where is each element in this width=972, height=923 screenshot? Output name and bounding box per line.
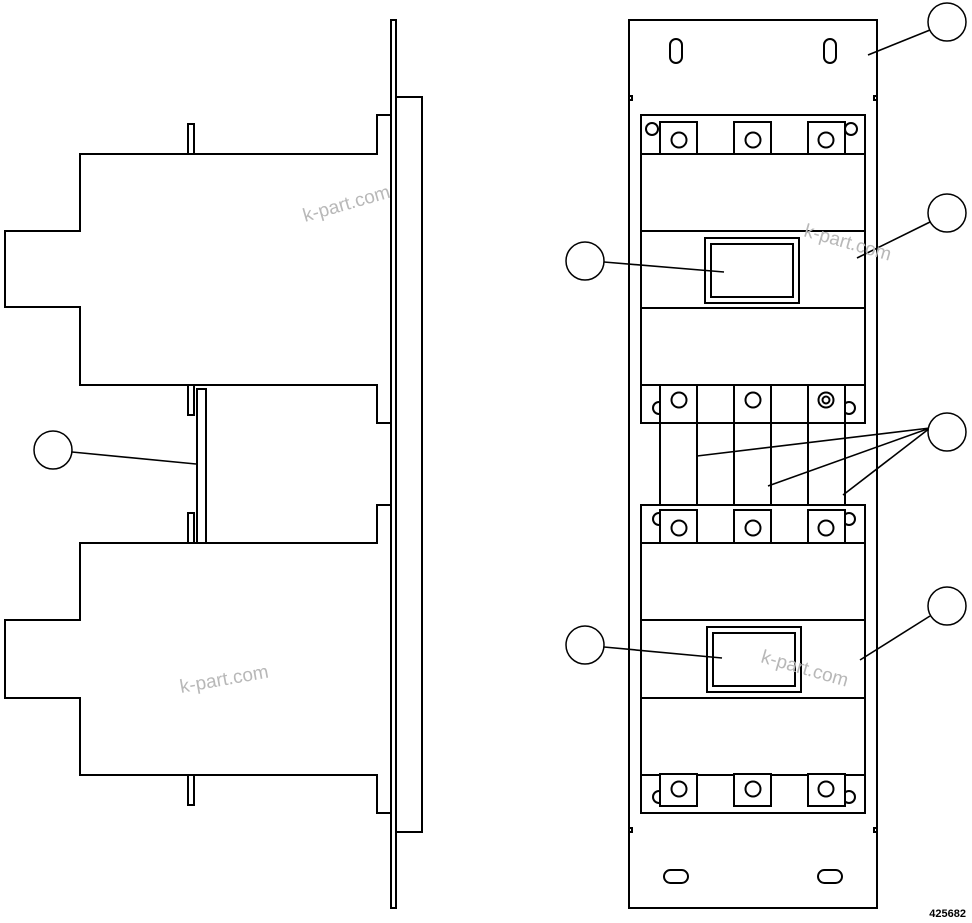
- lower-top-terminals: [652, 509, 856, 544]
- upper-top-terminals: [645, 121, 858, 155]
- upper-contactor-body-side: [4, 114, 391, 424]
- figure-number: 425682: [929, 908, 966, 920]
- callouts-front: [565, 2, 967, 665]
- lower-stud-top: [187, 512, 195, 544]
- callout-bubble-connecting-bars: [927, 412, 967, 452]
- upper-contactor-front: [640, 114, 866, 424]
- lower-contactor-front: [640, 504, 866, 814]
- side-view: [4, 19, 423, 909]
- mounting-slots: [663, 38, 843, 884]
- watermark-text: k-part.com: [178, 662, 270, 698]
- callout-bubble-side: [33, 430, 73, 470]
- connecting-bar-side: [196, 388, 207, 544]
- lower-stud-bottom: [187, 774, 195, 806]
- upper-stud-top: [187, 123, 195, 155]
- front-plate-side: [395, 96, 423, 833]
- upper-stud-bottom: [187, 384, 195, 416]
- callout-bubble-upper-contactor: [927, 193, 967, 233]
- front-view: [565, 2, 967, 909]
- leader-line-side: [71, 451, 197, 465]
- lower-bottom-terminals: [652, 773, 856, 807]
- lower-contactor-body-side: [4, 504, 391, 814]
- plate-notches: [629, 95, 877, 833]
- watermark-text: k-part.com: [301, 182, 393, 227]
- callout-bubble-lower-label: [565, 625, 605, 665]
- callout-bubble-lower-contactor: [927, 586, 967, 626]
- callout-bubble-upper-label: [565, 241, 605, 281]
- callout-bubble-plate: [927, 2, 967, 42]
